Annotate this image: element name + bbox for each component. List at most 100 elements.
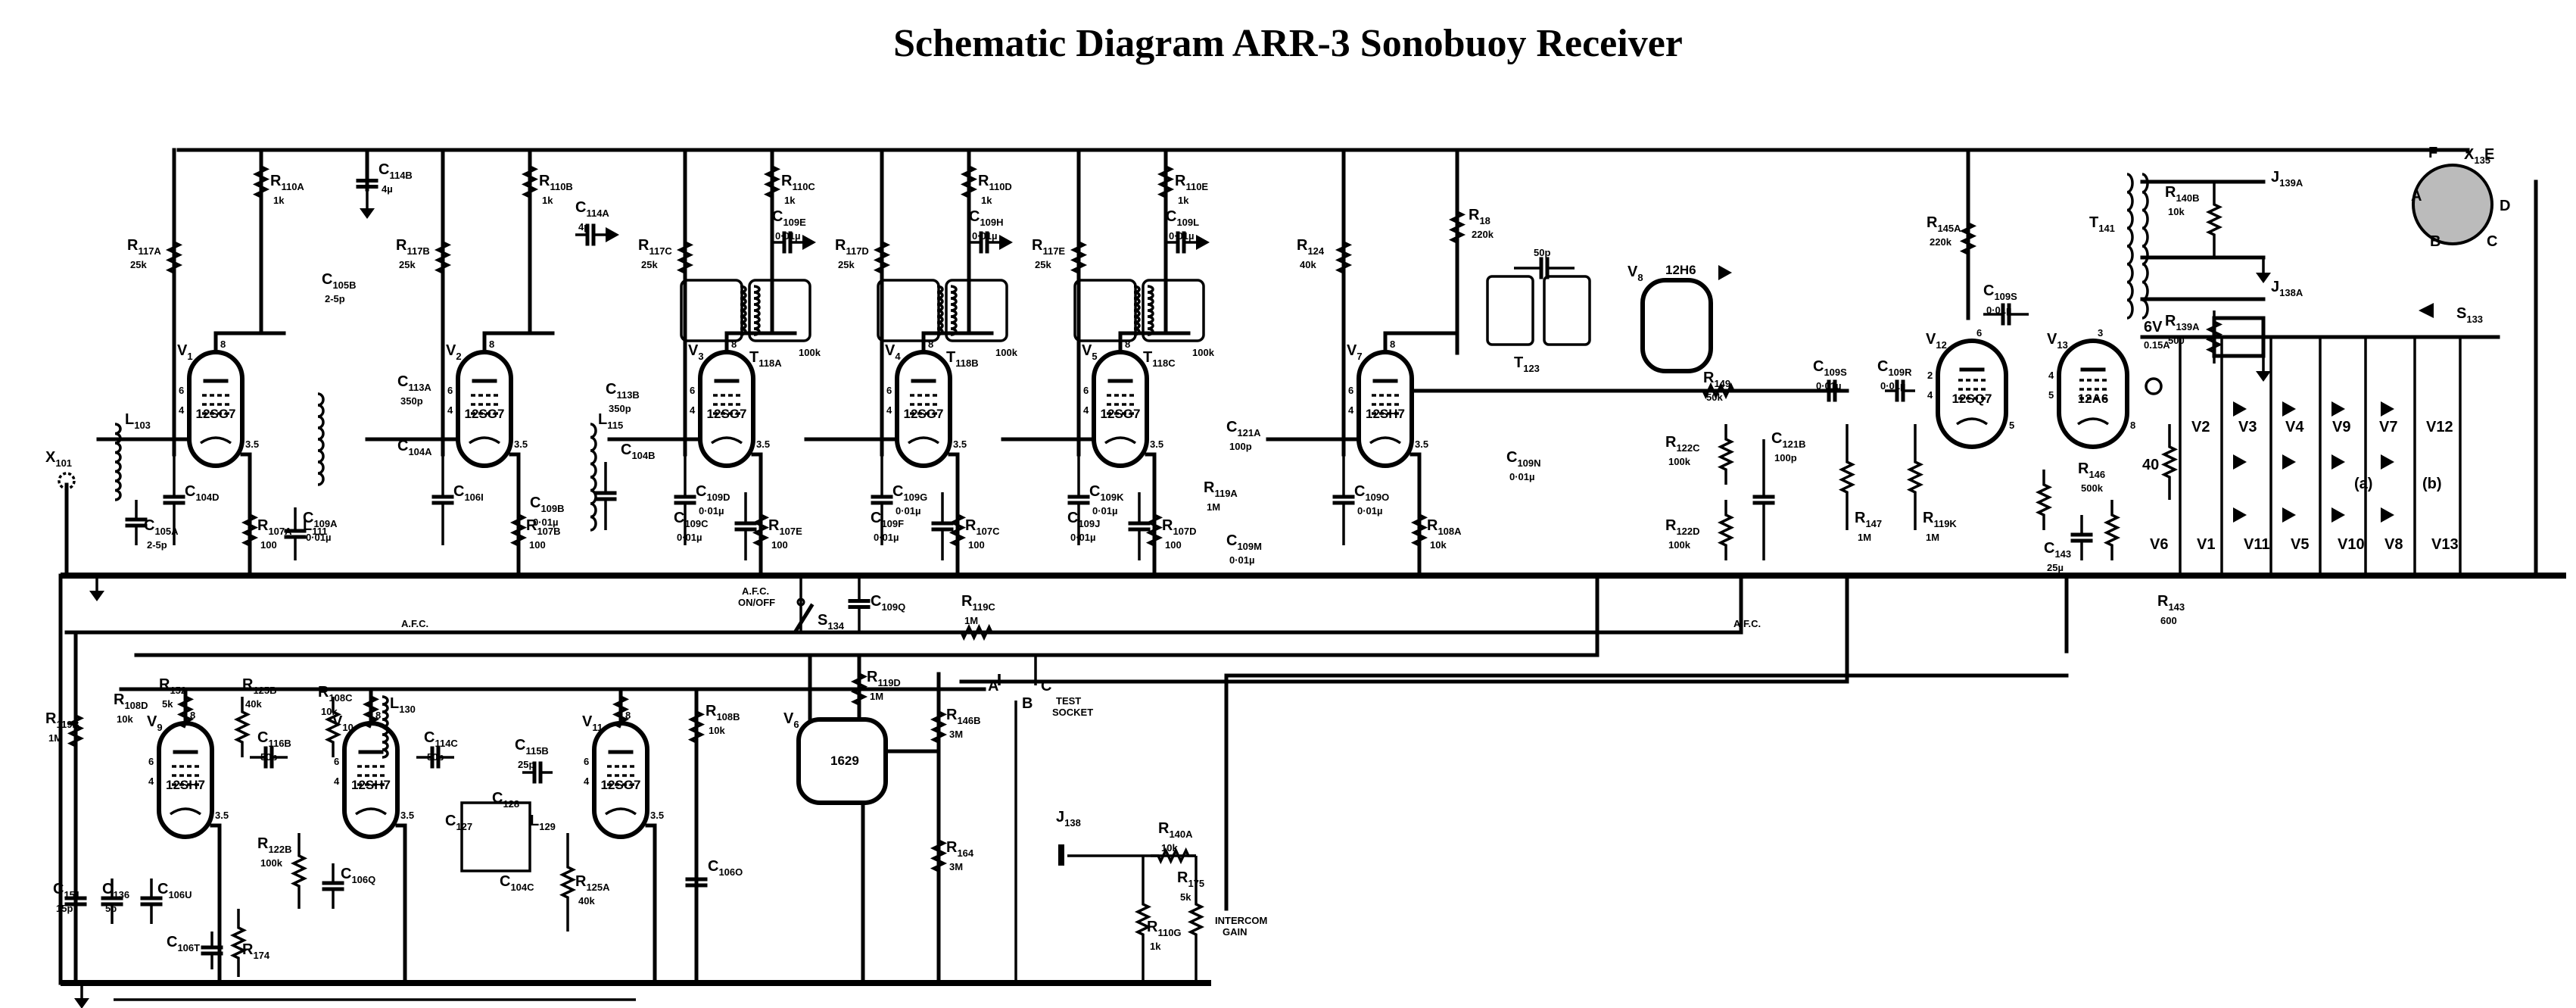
vacuum-tube [895, 350, 952, 468]
if-transformer-secondary [1142, 279, 1205, 342]
tube-pin-label: 4 [148, 776, 154, 787]
resistor-label: R149 [1703, 370, 1730, 389]
capacitor-label: C136 [102, 881, 129, 900]
tube-pin-label: 4 [334, 776, 340, 787]
tube-pin-label: 4 [1927, 389, 1933, 401]
plug-pin-label: E [2484, 146, 2494, 163]
resistor-label: R108C [318, 684, 353, 704]
resistor-label: R146B [946, 707, 981, 726]
capacitor-label: C109H [969, 208, 1004, 228]
capacitor-label: C104D [185, 483, 220, 503]
component-value: 1M [870, 691, 883, 702]
resistor-label: R122C [1665, 434, 1700, 454]
tube-pin-label: 8 [928, 339, 933, 350]
inductor-symbol [114, 423, 122, 501]
arrow-icon [2331, 507, 2345, 523]
component-value: 500 [2168, 335, 2185, 346]
cathode-wire [210, 823, 222, 985]
capacitor-label: C104A [397, 438, 432, 457]
arrow-icon [606, 227, 619, 242]
resistor-label: R119B [45, 710, 79, 730]
plug-pin-label: C [2487, 233, 2497, 250]
ground-icon [2256, 371, 2271, 382]
tube-type-label: 1629 [830, 754, 859, 768]
resistor-symbol [1717, 500, 1735, 560]
component-value: 100p [1774, 452, 1797, 463]
tube-ref-label: V1 [177, 342, 193, 362]
resistor-symbol [752, 500, 770, 560]
component-value: 0·01µ [306, 532, 332, 543]
component-value: 220k [1472, 229, 1494, 240]
component-value: 10k [321, 706, 338, 717]
resistor-label: R108A [1427, 517, 1462, 537]
resistor-label: R147 [1855, 510, 1882, 529]
component-value: 0·01µ [1169, 230, 1195, 242]
tube-ref-label: V6 [783, 710, 799, 730]
component-value: 1M [1858, 532, 1871, 543]
tube-pin-label: 6 [1976, 327, 1982, 339]
tube-pin-label: 8 [220, 339, 226, 350]
arrow-icon [2381, 454, 2394, 470]
ground-icon [74, 998, 89, 1008]
arrow-icon [2419, 303, 2434, 318]
component-value: 10k [709, 725, 725, 736]
tube-ref-label: V4 [885, 342, 901, 362]
resistor-symbol [509, 500, 528, 560]
resistor-symbol [850, 666, 868, 712]
resistor-symbol [687, 697, 706, 757]
resistor-label: R119K [1923, 510, 1957, 529]
tube-ref-label: V8 [1628, 264, 1643, 283]
tube-pin-label: 3.5 [400, 810, 414, 821]
plate-wire [921, 331, 994, 354]
vacuum-tube [1092, 350, 1149, 468]
component-value: 25k [1035, 259, 1051, 270]
tube-type-label: 12SH7 [1366, 407, 1405, 421]
tube-pin-label: 6 [179, 385, 184, 396]
component-value: 350p [609, 403, 631, 414]
heater-bottom-label: V1 [2197, 536, 2215, 553]
resistor-symbol [1673, 382, 1764, 400]
resistor-label: R117B [396, 237, 430, 257]
test-socket-label: SOCKET [1052, 707, 1093, 718]
resistor-label: R122D [1665, 517, 1700, 537]
jack-label: J139A [2271, 169, 2303, 189]
resistor-value-label: 100k [799, 347, 821, 358]
component-value: 0·01µ [1986, 304, 2012, 316]
test-pin-label: C [1041, 678, 1051, 694]
capacitor-label: C128 [492, 790, 519, 810]
resistor-symbol [1410, 500, 1428, 560]
capacitor-label: C109S [1813, 358, 1847, 378]
tube-ref-label: V3 [688, 342, 704, 362]
capacitor-label: C114B [378, 161, 413, 181]
component-value: 1M [48, 732, 62, 744]
component-value: 0·01µ [677, 532, 702, 543]
inductor-symbol [2141, 173, 2149, 320]
tube-pin-label: 5 [2048, 389, 2054, 401]
resistor-label: R107C [965, 517, 1000, 537]
plate-wire [482, 331, 555, 354]
tube-pin-label: 8 [625, 710, 631, 721]
tube-cathode [907, 436, 940, 445]
resistor-symbol [930, 704, 948, 750]
capacitor-label: C109C [674, 510, 709, 529]
tube-pin-label: 4 [1348, 404, 1354, 416]
afc-label: A.F.C. [401, 618, 428, 629]
resistor-label: R108D [114, 691, 148, 711]
tube-pin-label: 6 [148, 756, 154, 767]
capacitor-label: C121A [1226, 419, 1261, 438]
tube-pin-label: 8 [489, 339, 494, 350]
t123-secondary [1543, 275, 1591, 346]
series-resistor-label: 40 [2142, 457, 2159, 473]
connector-label: X135 [2464, 146, 2490, 166]
resistor-symbol [241, 500, 259, 560]
tube-pin-label: 8 [375, 710, 381, 721]
capacitor-label: C109N [1506, 449, 1541, 469]
component-value: 0·01µ [775, 230, 801, 242]
tube-type-label: 12SQ7 [1952, 392, 1992, 406]
intercom-gain-label: GAIN [1223, 926, 1248, 938]
inductor-symbol [936, 285, 944, 336]
capacitor-label: C109Q [871, 593, 905, 613]
heater-bottom-label: V13 [2431, 536, 2459, 553]
tube-type-label: 12SH7 [351, 778, 391, 792]
